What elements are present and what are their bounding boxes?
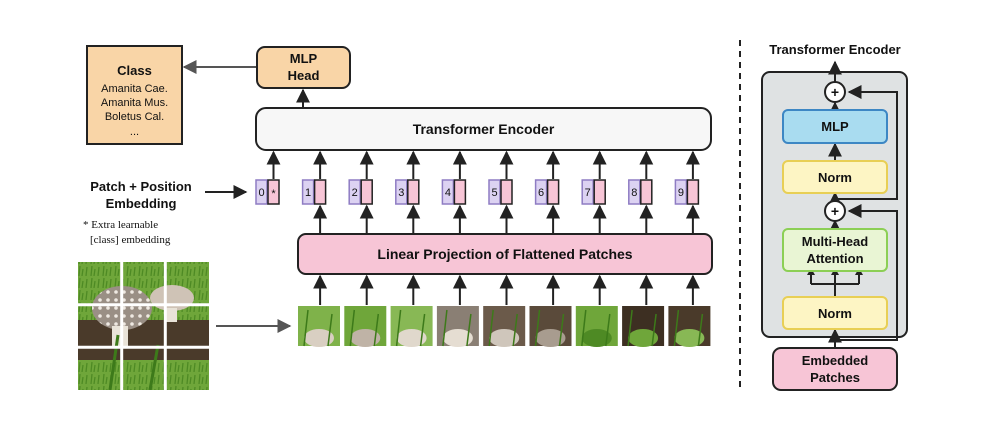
token-pair-2: 2: [348, 150, 374, 233]
norm-bottom-label: Norm: [818, 306, 852, 321]
patch-position-label-1: Patch + Position: [90, 179, 192, 194]
patch-embedding-9: [686, 179, 700, 205]
token-index-7: 7: [585, 187, 591, 199]
patch-3: [390, 306, 433, 347]
linear-projection-box: [297, 233, 713, 275]
class-item-4: ...: [130, 126, 139, 138]
patch-7: [575, 306, 618, 347]
transformer-encoder-box: [255, 107, 712, 151]
position-embedding-6: [534, 179, 548, 205]
position-embedding-7: [581, 179, 594, 205]
position-embedding-0: [255, 179, 268, 205]
extra-note-2: [class] embedding: [90, 234, 171, 246]
image-patch-grid: [78, 262, 209, 390]
residual-2-line: [835, 85, 898, 200]
class-box: [86, 45, 183, 145]
patch-embedding-8: [640, 179, 653, 205]
residual-1: [835, 204, 898, 341]
patch-embedding-7: [593, 179, 606, 205]
token-index-3: 3: [398, 187, 404, 199]
mlp-head-line2: Head: [288, 68, 320, 83]
token-index-5: 5: [491, 187, 497, 199]
norm-bottom-box: [782, 296, 888, 330]
mlp-box: [782, 109, 888, 144]
position-embedding-5: [488, 179, 501, 205]
token-pair-0: 0*: [255, 150, 281, 205]
patch-6: [529, 306, 572, 347]
mlp-head-line1: MLP: [290, 51, 318, 66]
extra-note-1: * Extra learnable: [83, 219, 158, 231]
position-embedding-2: [348, 179, 361, 205]
token-pair-9: 9: [674, 150, 700, 233]
add-node-top: [824, 81, 846, 103]
mha-box: [782, 228, 888, 272]
token-pair-7: 7: [581, 150, 607, 233]
token-pair-1: 1: [301, 150, 328, 233]
class-item-2: Amanita Mus.: [101, 97, 168, 109]
embedded-patches-2: Patches: [810, 370, 860, 385]
class-item-1: Amanita Cae.: [101, 83, 168, 95]
token-index-8: 8: [631, 187, 637, 199]
class-item-3: Boletus Cal.: [105, 111, 164, 123]
patch-embedding-2: [360, 179, 373, 205]
patch-1: [298, 306, 340, 347]
token-index-2: 2: [352, 187, 358, 199]
embedded-patches-1: Embedded: [802, 353, 869, 368]
patch-5: [483, 306, 526, 347]
patch-8: [622, 306, 665, 347]
patch-9: [668, 306, 711, 347]
add-node-bottom: [824, 200, 846, 222]
patch-embedding-1: [313, 179, 327, 205]
token-index-9: 9: [678, 187, 684, 199]
patch-embedding-4: [453, 179, 467, 205]
patch-4: [436, 306, 479, 347]
mlp-head-box: [256, 46, 351, 89]
linear-projection-label: Linear Projection of Flattened Patches: [377, 246, 632, 262]
token-index-1: 1: [305, 187, 311, 199]
token-index-6: 6: [538, 187, 544, 199]
token-pair-3: 3: [395, 150, 421, 233]
token-index-4: 4: [445, 187, 451, 199]
input-image: [78, 262, 209, 390]
class-title: Class: [117, 63, 152, 78]
token-pair-5: 5: [488, 150, 514, 233]
norm-top-box: [782, 160, 888, 194]
class-token-marker: *: [271, 188, 276, 200]
encoder-title: Transformer Encoder: [769, 42, 901, 57]
position-embedding-4: [441, 179, 455, 205]
position-embedding-9: [674, 179, 688, 205]
patch-embedding-6: [546, 179, 560, 205]
embedded-patches-box: [772, 347, 898, 391]
patch-embedding-0: [267, 179, 280, 205]
mha-label-1: Multi-Head: [802, 234, 869, 249]
position-embedding-8: [628, 179, 641, 205]
flow-norm-to-mha: [810, 274, 860, 296]
position-embedding-3: [395, 179, 408, 205]
token-pair-8: 8: [628, 150, 654, 233]
transformer-encoder-label: Transformer Encoder: [413, 121, 555, 137]
position-embedding-1: [301, 179, 315, 205]
patch-2: [344, 306, 387, 347]
flattened-patches: [298, 274, 711, 347]
add-node-bottom-symbol: +: [831, 203, 839, 219]
token-pair-4: 4: [441, 150, 467, 233]
patch-embedding-5: [500, 179, 513, 205]
norm-top-label: Norm: [818, 170, 852, 185]
patch-embedding-3: [407, 179, 420, 205]
token-pair-6: 6: [534, 150, 561, 233]
mlp-label: MLP: [821, 119, 849, 134]
mha-label-2: Attention: [806, 251, 863, 266]
token-index-0: 0: [258, 187, 264, 199]
add-node-top-symbol: +: [831, 84, 839, 100]
patch-position-label-2: Embedding: [106, 196, 177, 211]
